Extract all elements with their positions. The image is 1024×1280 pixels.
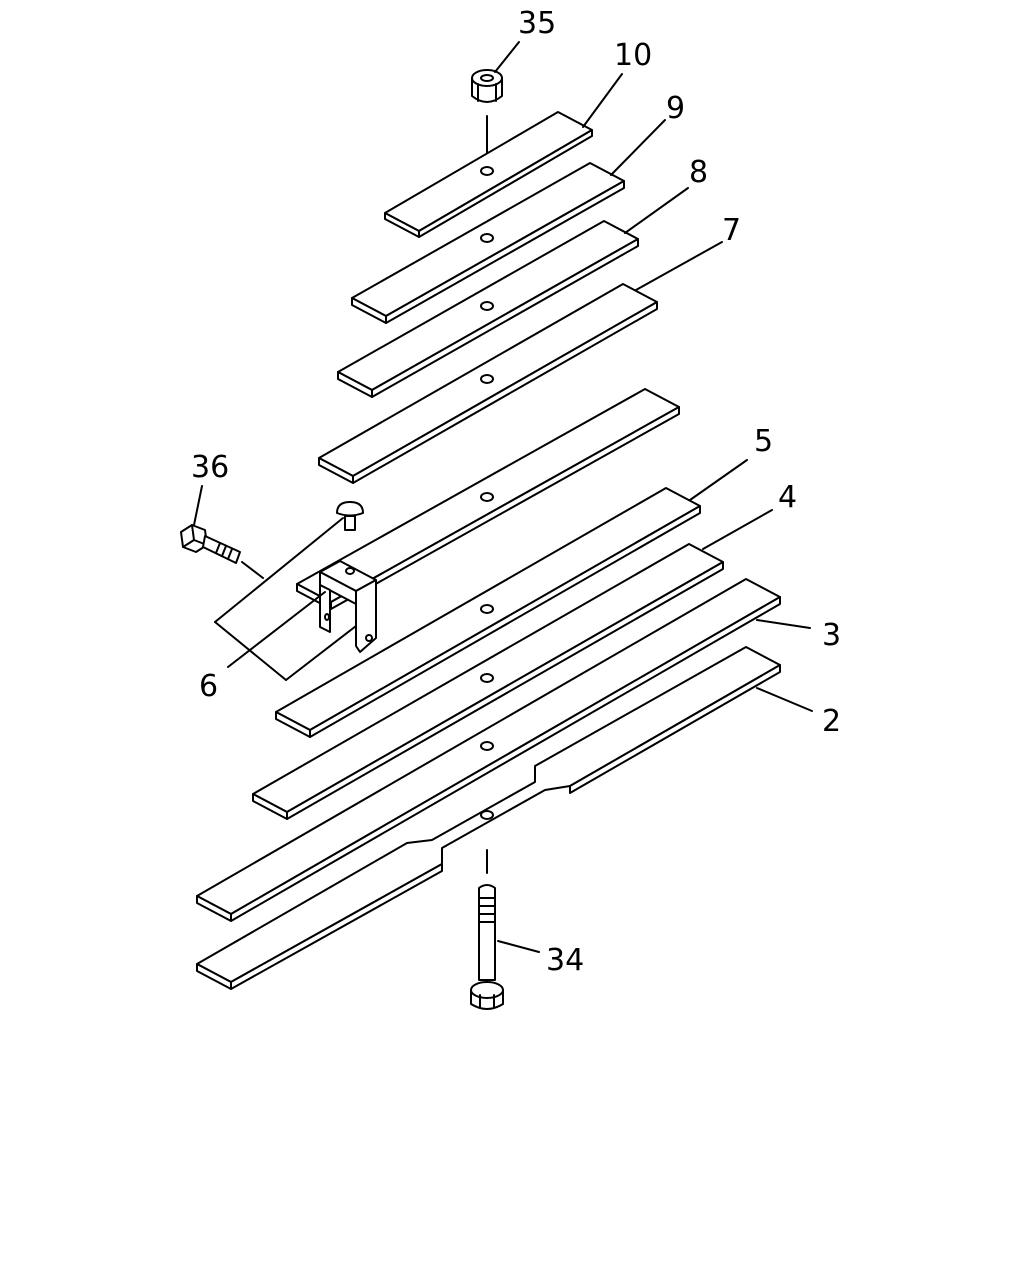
label-9: 9 — [666, 91, 685, 126]
callout-labels: 35 10 9 8 7 36 5 4 3 6 2 34 — [191, 6, 841, 978]
label-36: 36 — [191, 450, 229, 485]
label-4: 4 — [778, 480, 797, 515]
label-7: 7 — [722, 213, 741, 248]
label-2: 2 — [822, 704, 841, 739]
part-7-leaf — [318, 283, 658, 484]
part-5-leaf — [275, 487, 701, 738]
part-2-leaf — [196, 646, 781, 990]
label-5: 5 — [754, 424, 773, 459]
part-36-bolt — [180, 524, 241, 564]
part-6-main-leaf — [296, 388, 680, 610]
label-6: 6 — [199, 669, 218, 704]
part-10-leaf — [384, 111, 593, 238]
leader-lines — [193, 41, 813, 953]
label-8: 8 — [689, 155, 708, 190]
part-9-leaf — [351, 162, 625, 324]
part-4-leaf — [252, 543, 724, 820]
label-35: 35 — [518, 6, 556, 41]
label-3: 3 — [822, 618, 841, 653]
part-8-leaf — [337, 220, 639, 398]
bracket — [319, 560, 377, 653]
part-35-nut — [471, 69, 503, 103]
part-3-leaf — [196, 578, 781, 922]
rivet — [336, 501, 364, 531]
label-10: 10 — [614, 38, 652, 73]
part-34-center-bolt — [470, 884, 504, 1010]
label-34: 34 — [546, 943, 584, 978]
